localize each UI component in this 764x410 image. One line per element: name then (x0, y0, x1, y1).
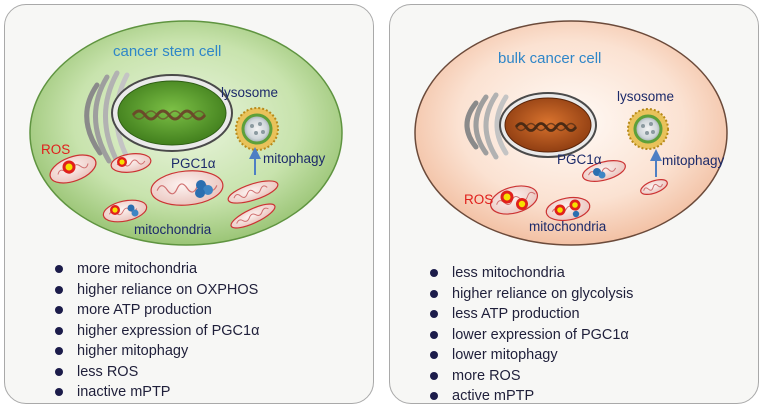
panel-cancer-stem-cell: cancer stem cell lysosome mitophagy (4, 4, 374, 404)
pgc1a-protein (127, 204, 139, 217)
bulk-cell-feature-list: less mitochondria higher reliance on gly… (428, 263, 633, 407)
cell-title: cancer stem cell (113, 43, 221, 60)
feature-item: more ATP production (53, 300, 259, 321)
mitochondrion-pgc1a (150, 170, 224, 206)
pgc1a-protein (572, 210, 580, 218)
feature-item: higher expression of PGC1α (53, 321, 259, 342)
mitochondria-label: mitochondria (529, 219, 607, 234)
pgc1a-protein (593, 168, 606, 179)
lysosome (627, 108, 669, 150)
feature-item: lower mitophagy (428, 345, 633, 366)
feature-item: inactive mPTP (53, 382, 259, 403)
ros-label: ROS (464, 192, 493, 207)
lysosome (235, 107, 279, 151)
mitochondrion (230, 203, 276, 229)
ros-marker (500, 190, 514, 204)
pgc1a-protein (195, 180, 213, 198)
mitophagy-label: mitophagy (662, 153, 725, 168)
feature-item: more mitochondria (53, 259, 259, 280)
stem-cell-illustration: cancer stem cell lysosome mitophagy (29, 20, 343, 246)
ros-marker (554, 204, 566, 216)
feature-item: less ATP production (428, 304, 633, 325)
ros-label: ROS (41, 142, 70, 157)
golgi-apparatus (464, 92, 509, 160)
bulk-cell-illustration: bulk cancer cell lysosome mitophagy (414, 20, 728, 246)
ros-marker (117, 157, 127, 167)
feature-item: lower expression of PGC1α (428, 325, 633, 346)
feature-item: less mitochondria (428, 263, 633, 284)
feature-item: active mPTP (428, 386, 633, 407)
ros-marker (110, 205, 120, 215)
cell-title: bulk cancer cell (498, 50, 601, 67)
pgc1a-label: PGC1α (171, 156, 216, 171)
lysosome-label: lysosome (221, 85, 278, 100)
mitochondrion (640, 179, 668, 195)
mitochondria-label: mitochondria (134, 222, 212, 237)
ros-marker (516, 198, 528, 210)
nucleus (111, 74, 233, 152)
pgc1a-label: PGC1α (557, 152, 602, 167)
feature-item: less ROS (53, 362, 259, 383)
nucleus (499, 92, 597, 158)
feature-item: higher reliance on OXPHOS (53, 280, 259, 301)
feature-item: higher mitophagy (53, 341, 259, 362)
lysosome-label: lysosome (617, 89, 674, 104)
mitophagy-label: mitophagy (263, 151, 326, 166)
feature-item: more ROS (428, 366, 633, 387)
mitochondrion (227, 180, 279, 204)
panel-bulk-cancer-cell: bulk cancer cell lysosome mitophagy (389, 4, 759, 404)
stem-cell-feature-list: more mitochondria higher reliance on OXP… (53, 259, 259, 403)
ros-marker (62, 160, 76, 174)
ros-marker (569, 199, 581, 211)
feature-item: higher reliance on glycolysis (428, 284, 633, 305)
